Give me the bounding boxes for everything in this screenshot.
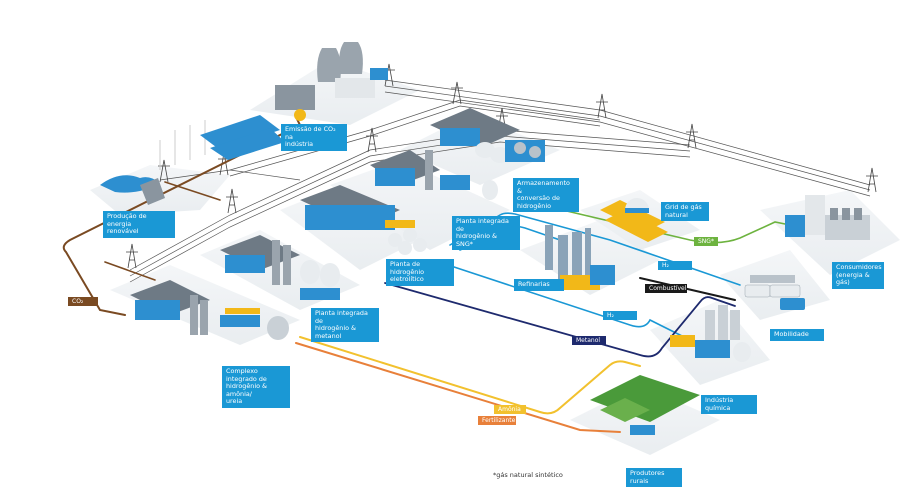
label-line: hidrogênio & metanol xyxy=(315,324,357,340)
label-line: hidrogênio xyxy=(517,201,552,210)
label-line: Mobilidade xyxy=(774,330,809,338)
label-line: hidrogênio & amônia/ xyxy=(226,382,268,398)
label-grid-gas-natural: Grid de gás natural xyxy=(661,202,709,222)
flow-tag-sng: SNG* xyxy=(694,237,718,246)
label-line: Emissão de CO₂ na xyxy=(285,125,336,141)
label-line: eletrolítico xyxy=(390,275,424,284)
flow-tag-metanol: Metanol xyxy=(572,336,606,345)
label-line: Indústria química xyxy=(705,396,734,412)
label-line: Consumidores xyxy=(836,263,882,271)
renewable-energy-site xyxy=(100,115,285,205)
pylons xyxy=(126,63,878,269)
label-producao-energia-renovavel: Produção de energia renovável xyxy=(103,211,175,238)
label-line: natural xyxy=(665,210,688,219)
label-line: (energia & gás) xyxy=(836,270,870,287)
pipeline-h2-top xyxy=(449,212,741,286)
pipeline-co2-branch xyxy=(104,181,221,281)
flow-tag-h2-upper: H₂ xyxy=(658,261,692,270)
flow-tag-amonia: Amônia xyxy=(494,405,526,414)
footnote: *gás natural sintético xyxy=(493,471,563,479)
label-planta-hidrogenio-eletrolitico: Planta de hidrogênio eletrolítico xyxy=(386,259,454,286)
label-refinarias: Refinarias xyxy=(514,279,564,291)
pipeline-amonia xyxy=(299,336,641,415)
power-lines xyxy=(129,79,871,283)
label-line: hidrogênio & SNG* xyxy=(456,232,498,248)
label-armazenamento-hidrogenio: Armazenamento & conversão de hidrogênio xyxy=(513,178,579,213)
label-line: conversão de xyxy=(517,194,560,203)
farm-site xyxy=(590,375,700,435)
refinery-site xyxy=(545,225,615,290)
industry-co2-site xyxy=(275,42,388,121)
flow-tag-combustivel: Combustível xyxy=(645,284,687,293)
label-industria-quimica: Indústria química xyxy=(701,395,757,415)
label-complexo-hidrogenio-amonia: Complexo integrado de hidrogênio & amôni… xyxy=(222,366,290,408)
flow-tag-h2-lower: H₂ xyxy=(603,311,637,320)
label-planta-hidrogenio-metanol: Planta integrada de hidrogênio & metanol xyxy=(311,308,379,343)
label-line: Planta de hidrogênio xyxy=(390,260,425,276)
flow-tag-co2: CO₂ xyxy=(68,297,98,306)
label-line: Grid de gás xyxy=(665,203,702,211)
label-line: ureia xyxy=(226,397,243,406)
label-line: Produtores rurais xyxy=(630,469,665,485)
methanol-plant-site xyxy=(220,235,340,300)
storage-site xyxy=(430,108,545,163)
ammonia-complex-site xyxy=(130,280,289,340)
pipeline-co2 xyxy=(62,116,302,316)
label-line: indústria xyxy=(285,140,314,149)
pipeline-fertilizante xyxy=(295,342,621,433)
electrolytic-plant-site xyxy=(300,185,427,255)
label-line: Armazenamento & xyxy=(517,179,570,195)
pipeline-combustivel xyxy=(639,277,736,301)
label-mobilidade: Mobilidade xyxy=(770,329,824,341)
pipeline-h2-low xyxy=(447,264,691,341)
label-line: Produção de energia xyxy=(107,212,147,228)
label-line: Planta integrada de xyxy=(456,217,509,233)
pipeline-metanol xyxy=(384,282,736,358)
mobility-site xyxy=(744,275,805,310)
label-line: Refinarias xyxy=(518,280,550,288)
gas-grid-site xyxy=(600,198,668,242)
pipeline-sng xyxy=(519,199,791,244)
label-emissao-co2-industria: Emissão de CO₂ na indústria xyxy=(281,124,347,151)
sng-plant-site xyxy=(370,150,498,200)
label-consumidores: Consumidores (energia & gás) xyxy=(832,262,884,289)
label-planta-hidrogenio-sng: Planta integrada de hidrogênio & SNG* xyxy=(452,216,520,251)
label-line: Complexo integrado de xyxy=(226,367,267,383)
chemical-industry-site xyxy=(670,305,751,362)
consumers-site xyxy=(785,195,870,240)
flow-tag-fertilizante: Fertilizante xyxy=(478,416,516,425)
label-produtores-rurais: Produtores rurais xyxy=(626,468,682,488)
label-line: renovável xyxy=(107,227,139,236)
label-line: Planta integrada de xyxy=(315,309,368,325)
pipelines xyxy=(62,116,791,433)
